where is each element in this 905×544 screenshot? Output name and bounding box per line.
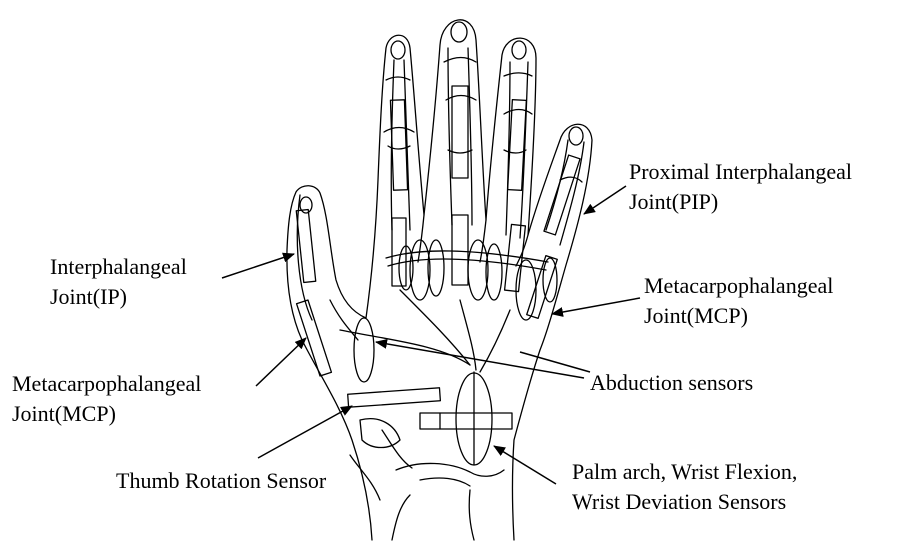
pip-label-line1: Proximal Interphalangeal — [629, 157, 852, 187]
pip-label: Proximal Interphalangeal Joint(PIP) — [629, 157, 852, 217]
pip-leader — [584, 186, 626, 214]
thumb-rotation-label-text: Thumb Rotation Sensor — [116, 466, 326, 496]
mcp-thumb-label-line2: Joint(MCP) — [12, 399, 201, 429]
palm-wrist-label-line1: Palm arch, Wrist Flexion, — [572, 457, 797, 487]
mcp-thumb-label: Metacarpophalangeal Joint(MCP) — [12, 369, 201, 429]
mcp-fingers-leader — [552, 298, 640, 314]
abduction-label-text: Abduction sensors — [590, 368, 753, 398]
ip-leader — [222, 254, 294, 278]
ip-label: Interphalangeal Joint(IP) — [50, 252, 187, 312]
hand-outline — [287, 20, 592, 540]
abduction-label: Abduction sensors — [590, 368, 753, 398]
palm-wrist-label: Palm arch, Wrist Flexion, Wrist Deviatio… — [572, 457, 797, 517]
palm-wrist-leader — [494, 446, 556, 484]
mcp-thumb-label-line1: Metacarpophalangeal — [12, 369, 201, 399]
ip-label-line2: Joint(IP) — [50, 282, 187, 312]
mcp-fingers-label-line2: Joint(MCP) — [644, 301, 833, 331]
thumb-rotation-label: Thumb Rotation Sensor — [116, 466, 326, 496]
ip-label-line1: Interphalangeal — [50, 252, 187, 282]
thumb-rotation-leader — [258, 406, 352, 458]
mcp-fingers-label-line1: Metacarpophalangeal — [644, 271, 833, 301]
pip-label-line2: Joint(PIP) — [629, 187, 852, 217]
mcp-fingers-label: Metacarpophalangeal Joint(MCP) — [644, 271, 833, 331]
palm-wrist-label-line2: Wrist Deviation Sensors — [572, 487, 797, 517]
mcp-thumb-leader — [256, 338, 306, 386]
